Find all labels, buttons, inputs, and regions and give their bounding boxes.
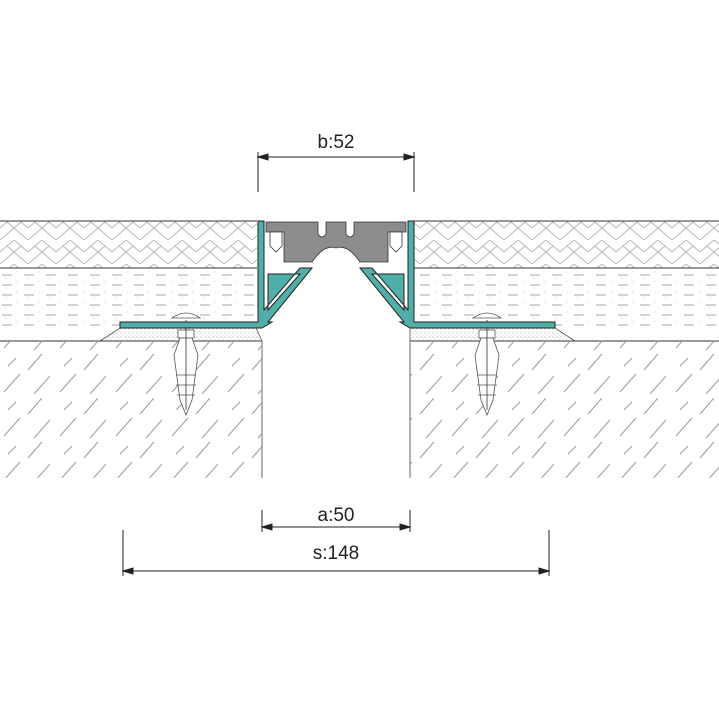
profile-right <box>358 220 556 329</box>
dimension-s-label: s:148 <box>313 543 359 564</box>
dimension-a-label: a:50 <box>318 505 355 526</box>
dimension-b <box>256 152 416 192</box>
dimension-b-label: b:52 <box>318 132 355 153</box>
tile-layer <box>0 220 719 269</box>
joint-profile <box>119 220 556 329</box>
adhesive-layer <box>0 269 719 328</box>
profile-left <box>119 220 314 329</box>
rubber-insert <box>265 221 407 263</box>
dimension-s <box>121 530 551 576</box>
bedding-layer <box>0 327 719 342</box>
concrete-substrate <box>0 341 719 478</box>
anchor-right <box>471 312 503 417</box>
dimension-a <box>260 510 412 532</box>
anchor-left <box>170 312 202 417</box>
